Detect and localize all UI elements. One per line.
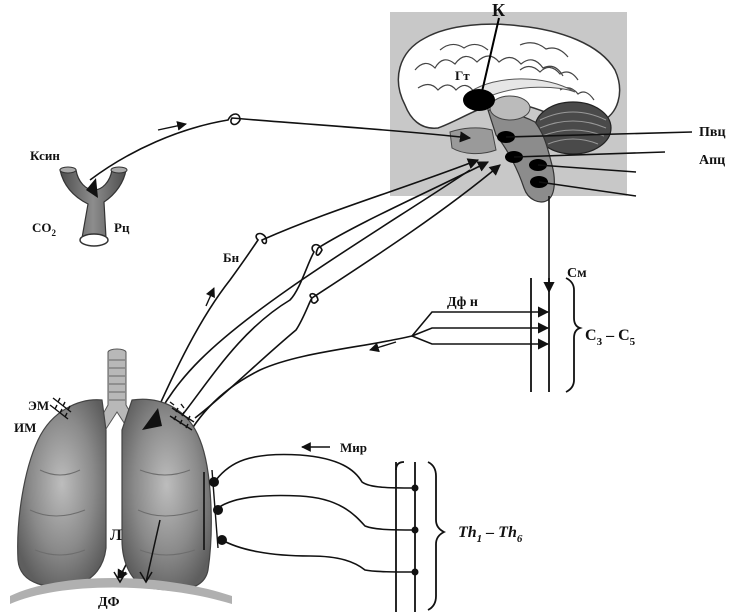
label-internal-muscles: ИМ <box>14 420 36 435</box>
hypothalamus-region <box>450 128 496 154</box>
phrenic-root-2 <box>412 328 548 336</box>
label-c3-c5: C3 – C5 <box>585 327 636 348</box>
cervical-brace <box>566 278 580 392</box>
cervical-spinal-cord <box>531 278 580 392</box>
intercostal-nerve-1 <box>216 454 415 488</box>
label-receptors-rc: Рц <box>114 220 130 235</box>
hypothalamus-nucleus-gt <box>463 89 495 111</box>
label-diaphragm: ДФ <box>98 595 119 610</box>
thoracic-brace-left <box>396 462 404 470</box>
label-vagus-nerve: Бн <box>223 250 240 265</box>
phrenic-root-1 <box>412 312 548 336</box>
vagus-afferent-1 <box>152 160 478 422</box>
label-co2: CO2 <box>32 220 57 238</box>
label-spinal-cord: См <box>567 266 587 281</box>
thoracic-spinal-cord <box>396 462 444 612</box>
label-phrenic-nerve: Дф н <box>447 295 478 310</box>
label-carotid-sinus: Ксин <box>30 148 60 163</box>
label-cortex: К <box>492 0 505 20</box>
intercostal-nerve-2 <box>218 496 415 531</box>
vagus-afferent-2 <box>180 162 488 418</box>
phrenic-root-3 <box>412 336 548 344</box>
intercostal-nerve-3 <box>222 540 415 572</box>
thalamus <box>490 96 530 120</box>
right-lung <box>122 399 211 590</box>
lungs <box>10 349 232 604</box>
label-th1-th6: Th1 – Th6 <box>458 524 523 545</box>
brain-panel <box>390 12 627 202</box>
label-hypothalamus: Гт <box>455 68 470 83</box>
label-apneustic-center: Апц <box>699 153 725 168</box>
direction-arrows <box>158 124 396 447</box>
label-intercostal-nerves: Мир <box>340 440 367 455</box>
arrow-sinus-direction <box>158 124 186 130</box>
label-external-muscles: ЭМ <box>28 398 49 413</box>
label-pneumotaxic-center: Пвц <box>699 125 726 140</box>
label-lung: Л <box>110 527 122 544</box>
thoracic-brace <box>428 462 444 610</box>
